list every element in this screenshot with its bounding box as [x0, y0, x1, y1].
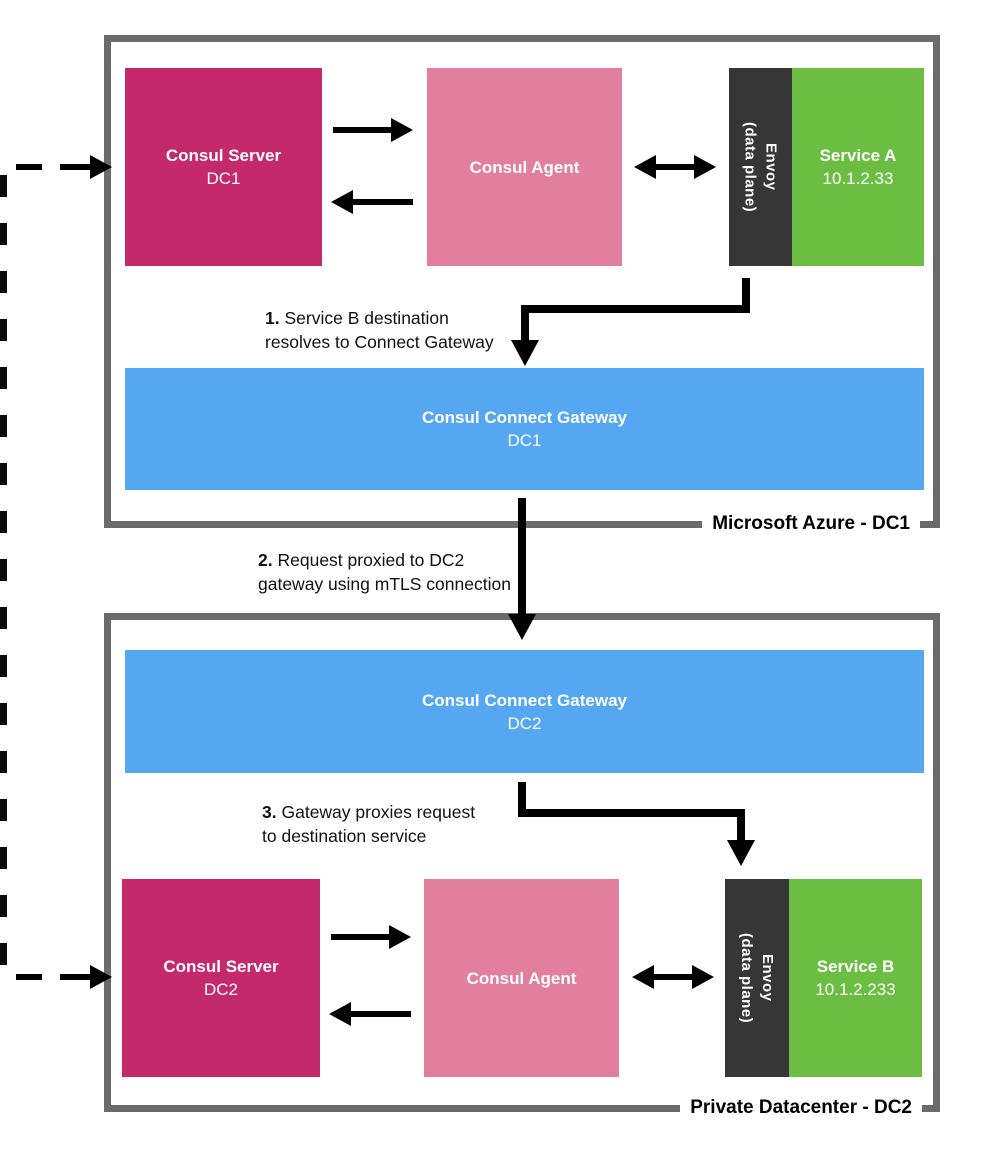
- consul-agent-dc1-node: Consul Agent: [427, 68, 622, 266]
- gateway-dc2-title: Consul Connect Gateway: [422, 690, 627, 710]
- service-a-title: Service A: [819, 146, 897, 165]
- step3-arrow-down-icon: [727, 840, 755, 866]
- step2-arrow-down-icon: [508, 614, 536, 640]
- dc2-container-label: Private Datacenter - DC2: [680, 1093, 922, 1123]
- gateway-dc2-subtitle: DC2: [507, 713, 542, 733]
- step1-arrow-segment-c: [521, 305, 529, 341]
- agent-envoy-arrow-shaft-dc1: [650, 164, 700, 170]
- consul-server-dc2-node: Consul Server DC2: [122, 879, 320, 1077]
- agent-envoy-arrow-left-icon-dc2: [632, 965, 654, 989]
- consul-agent-dc2-node: Consul Agent: [424, 879, 619, 1077]
- agent-to-server-arrow-left-icon-dc1: [331, 190, 353, 214]
- gateway-dc1-subtitle: DC1: [507, 431, 542, 450]
- consul-server-dc1-node: Consul Server DC1: [125, 68, 322, 266]
- step2-text: Request proxied to DC2 gateway using mTL…: [258, 550, 511, 594]
- agent-envoy-arrow-right-icon-dc1: [694, 155, 716, 179]
- envoy-dc2-node: Envoy (data plane): [725, 879, 789, 1077]
- external-arrow-dash-bottom: [16, 974, 42, 980]
- server-to-agent-arrow-shaft-dc1: [333, 127, 393, 133]
- external-arrow-shaft-bottom: [60, 974, 92, 980]
- server-to-agent-arrow-right-icon-dc2: [389, 925, 411, 949]
- agent-envoy-arrow-left-icon-dc1: [634, 155, 656, 179]
- step1-arrow-down-icon: [511, 340, 539, 366]
- service-b-node: Service B 10.1.2.233: [789, 879, 922, 1077]
- step1-arrow-segment-a: [742, 278, 750, 313]
- step2-note: 2. Request proxied to DC2 gateway using …: [258, 548, 511, 596]
- consul-agent-dc2-title: Consul Agent: [466, 968, 577, 988]
- step1-text: Service B destination resolves to Connec…: [265, 308, 494, 352]
- step3-text: Gateway proxies request to destination s…: [262, 802, 476, 846]
- agent-envoy-arrow-right-icon-dc2: [692, 965, 714, 989]
- gateway-dc2-node: Consul Connect Gateway DC2: [125, 650, 924, 773]
- step1-note: 1. Service B destination resolves to Con…: [265, 306, 494, 354]
- step3-arrow-segment-c: [737, 809, 745, 842]
- service-b-ip: 10.1.2.233: [815, 980, 896, 999]
- agent-to-server-arrow-left-icon-dc2: [329, 1002, 351, 1026]
- external-arrow-right-icon-top: [90, 155, 112, 179]
- step3-number: 3.: [262, 802, 277, 822]
- envoy-dc2-label: Envoy (data plane): [738, 932, 776, 1024]
- agent-envoy-arrow-shaft-dc2: [648, 974, 698, 980]
- external-arrow-dash-top: [16, 164, 42, 170]
- service-a-ip: 10.1.2.33: [822, 169, 894, 188]
- step1-arrow-segment-b: [521, 305, 750, 313]
- gateway-dc1-title: Consul Connect Gateway: [422, 408, 627, 427]
- step3-note: 3. Gateway proxies request to destinatio…: [262, 800, 475, 848]
- consul-server-dc1-subtitle: DC1: [206, 169, 241, 188]
- server-to-agent-arrow-shaft-dc2: [331, 934, 391, 940]
- dc1-container-label: Microsoft Azure - DC1: [702, 509, 920, 539]
- step2-arrow-shaft: [518, 498, 526, 616]
- envoy-dc1-node: Envoy (data plane): [729, 68, 792, 266]
- external-dashed-line: [0, 175, 7, 968]
- external-arrow-right-icon-bottom: [90, 965, 112, 989]
- consul-server-dc1-title: Consul Server: [165, 146, 282, 165]
- step3-arrow-segment-b: [518, 809, 745, 817]
- server-to-agent-arrow-right-icon-dc1: [391, 118, 413, 142]
- external-arrow-shaft-top: [60, 164, 92, 170]
- step2-number: 2.: [258, 550, 273, 570]
- consul-server-dc2-title: Consul Server: [163, 957, 279, 976]
- agent-to-server-arrow-shaft-dc1: [351, 199, 413, 205]
- step3-arrow-segment-a: [518, 782, 526, 817]
- envoy-dc1-label: Envoy (data plane): [741, 121, 780, 213]
- service-b-title: Service B: [816, 957, 895, 976]
- consul-server-dc2-subtitle: DC2: [203, 980, 238, 999]
- service-a-node: Service A 10.1.2.33: [792, 68, 924, 266]
- gateway-dc1-node: Consul Connect Gateway DC1: [125, 368, 924, 490]
- step1-number: 1.: [265, 308, 280, 328]
- agent-to-server-arrow-shaft-dc2: [349, 1011, 411, 1017]
- consul-agent-dc1-title: Consul Agent: [469, 157, 580, 177]
